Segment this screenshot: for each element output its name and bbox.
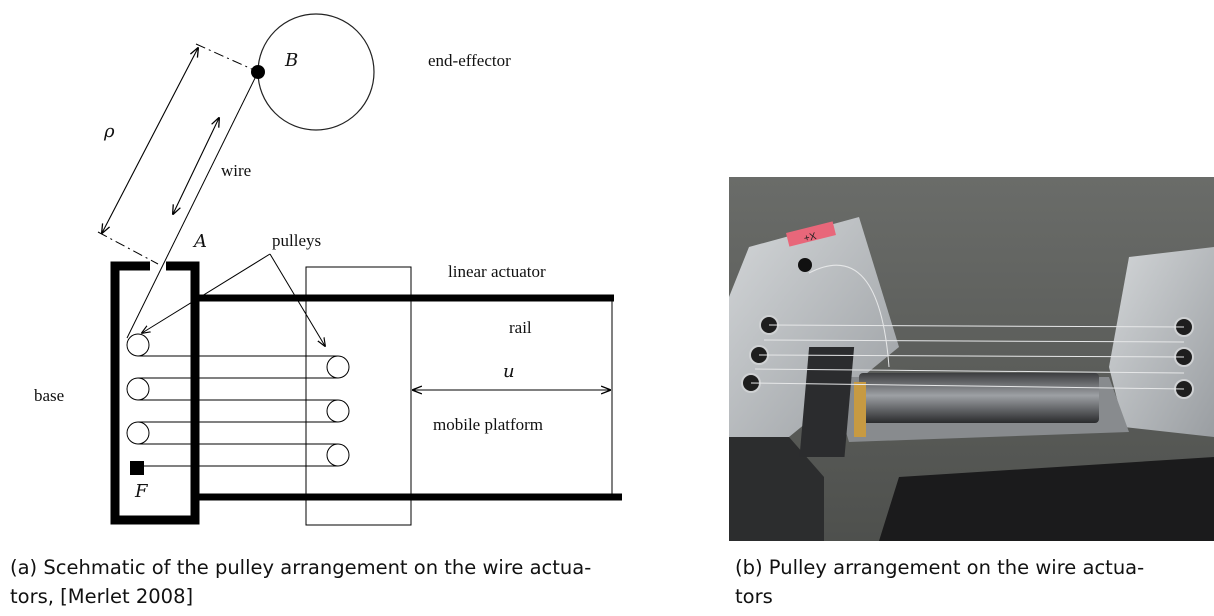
label-pulleys: pulleys (272, 231, 321, 250)
base-pulley (126, 333, 150, 357)
label-u: u (503, 361, 515, 382)
label-wire: wire (221, 161, 251, 180)
base-frame (110, 261, 200, 525)
pulley-photo: +X (729, 177, 1214, 541)
label-mobile-platform: mobile platform (433, 415, 543, 434)
wires (750, 264, 1185, 390)
label-b: B (284, 50, 298, 71)
platform-pulley (326, 355, 350, 379)
extension-line-bottom (97, 231, 159, 265)
mobile-platform (305, 266, 412, 526)
caption-b-line2: tors (735, 585, 773, 608)
base-pulley (126, 377, 150, 401)
fixed-point-f (130, 461, 144, 475)
caption-a-line1: (a) Scehmatic of the pulley arrangement … (10, 556, 592, 579)
label-sticker (786, 221, 836, 247)
carriage (799, 347, 855, 457)
label-a: A (192, 231, 207, 252)
knob (798, 258, 812, 272)
end-effector-circle (257, 13, 375, 131)
wire-windings (138, 355, 338, 467)
label-end-effector: end-effector (428, 51, 511, 70)
label-rail: rail (509, 318, 532, 337)
extension-line-top (195, 43, 255, 71)
rho-dimension-arrow (102, 48, 198, 233)
rail-rod (859, 373, 1099, 423)
label-base: base (34, 386, 64, 405)
label-rho: ρ (103, 121, 115, 142)
platform-pulley (326, 399, 350, 423)
label-linear-actuator: linear actuator (448, 262, 546, 281)
caption-a: (a) Scehmatic of the pulley arrangement … (10, 553, 670, 611)
pulley-photo-illustration: +X (729, 177, 1214, 541)
caption-b: (b) Pulley arrangement on the wire actua… (735, 553, 1214, 611)
base-pulley (126, 421, 150, 445)
platform-pulley (326, 443, 350, 467)
label-f: F (134, 481, 149, 502)
label-sticker-text: +X (803, 231, 818, 245)
caption-a-line2: tors, [Merlet 2008] (10, 585, 194, 608)
right-pulleys (1174, 317, 1194, 399)
caption-b-line1: (b) Pulley arrangement on the wire actua… (735, 556, 1145, 579)
pulleys-pointer-left (142, 253, 271, 333)
cable-chain (879, 457, 1214, 541)
wire-direction-arrow (173, 118, 219, 214)
schematic-diagram: B end-effector ρ wire A pulleys F u line (34, 13, 622, 526)
